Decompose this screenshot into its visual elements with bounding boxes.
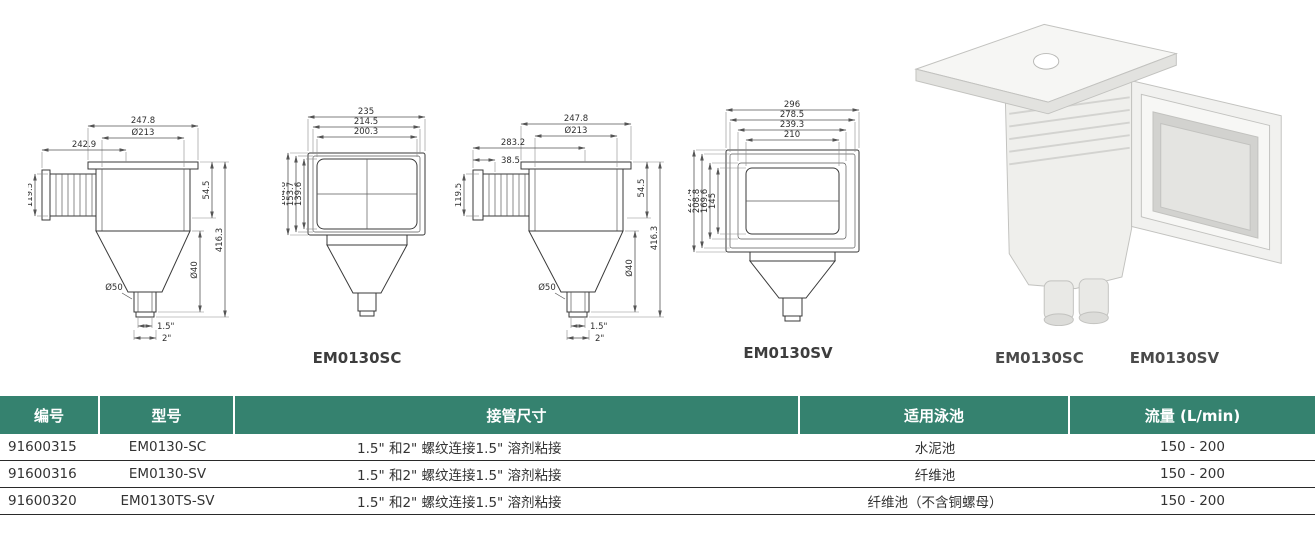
- dim-label: 54.5: [637, 179, 647, 198]
- cell-number: 91600316: [8, 466, 77, 482]
- dim-label: 2": [595, 334, 604, 344]
- dim-label: 119.5: [455, 183, 464, 207]
- dim-label: 283.2: [501, 138, 525, 148]
- header-cell-pool-type: 适用泳池: [800, 396, 1070, 434]
- dim-label: 416.3: [650, 226, 660, 250]
- dim-label: 54.5: [202, 181, 212, 200]
- dim-label: Ø213: [132, 127, 155, 138]
- spec-table: 编号 型号 接管尺寸 适用泳池 流量 (L/min) 91600315 EM01…: [0, 396, 1315, 515]
- header-cell-flow: 流量 (L/min): [1070, 396, 1315, 434]
- dim-label: 145: [708, 193, 718, 209]
- cell-flow: 150 - 200: [1160, 493, 1225, 509]
- header-cell-model: 型号: [100, 396, 235, 434]
- cell-pool-type: 纤维池（不含铜螺母）: [867, 495, 1003, 511]
- dim-label: Ø40: [189, 261, 200, 279]
- dim-label: 247.8: [131, 116, 155, 126]
- drawing-label-sv: EM0130SV: [743, 344, 833, 362]
- dim-label: 2": [162, 334, 171, 344]
- product-photo: [914, 23, 1282, 327]
- cell-model: EM0130-SC: [128, 439, 207, 455]
- dim-label: 239.3: [780, 120, 804, 130]
- dim-label: 214.5: [354, 117, 378, 127]
- skimmer-outline: [472, 161, 632, 318]
- dim-label: 247.8: [564, 114, 588, 124]
- cell-pipe-size: 1.5" 和2" 螺纹连接1.5" 溶剂粘接: [357, 468, 562, 484]
- dim-label: 119.5: [28, 183, 35, 207]
- dimension-lines: 247.8 Ø213 283.2 38.5 119.5 Ø40 54.5: [455, 114, 664, 344]
- drawing-label-sc: EM0130SC: [312, 349, 402, 367]
- photo-label-sc: EM0130SC: [995, 349, 1084, 367]
- cell-model: EM0130TS-SV: [120, 493, 215, 509]
- skimmer-outline: [307, 152, 426, 317]
- drawing-front-view-sv: 296 278.5 239.3 210 227.4 208.8 169.6: [688, 100, 860, 322]
- dim-label: Ø213: [565, 125, 588, 136]
- cell-pipe-size: 1.5" 和2" 螺纹连接1.5" 溶剂粘接: [357, 441, 562, 457]
- table-row: 91600320 EM0130TS-SV 1.5" 和2" 螺纹连接1.5" 溶…: [0, 488, 1315, 515]
- cell-model: EM0130-SV: [128, 466, 207, 482]
- drawing-front-view-sc: 235 214.5 200.3 164.8 153.7 139.6: [282, 107, 426, 317]
- header-cell-pipe-size: 接管尺寸: [235, 396, 800, 434]
- header-cell-number: 编号: [0, 396, 100, 434]
- dim-label: 208.8: [692, 189, 702, 213]
- skimmer-outline: [725, 149, 860, 322]
- dim-label: 296: [784, 100, 800, 110]
- photo-label-sv: EM0130SV: [1129, 349, 1220, 367]
- drawing-side-view-sc: 247.8 Ø213 242.9 119.5 Ø40 54.5 416.3 Ø: [28, 116, 229, 344]
- dim-label: 210: [784, 130, 800, 140]
- dim-label: 416.3: [215, 228, 225, 252]
- dim-label: 278.5: [780, 110, 804, 120]
- cell-pipe-size: 1.5" 和2" 螺纹连接1.5" 溶剂粘接: [357, 495, 562, 511]
- dim-label: 200.3: [354, 127, 378, 137]
- dim-label: 153.7: [286, 182, 296, 206]
- cell-flow: 150 - 200: [1160, 466, 1225, 482]
- spec-table-header: 编号 型号 接管尺寸 适用泳池 流量 (L/min): [0, 396, 1315, 434]
- skimmer-photo-illustration: [914, 23, 1282, 327]
- photo-labels: EM0130SC EM0130SV: [995, 349, 1219, 367]
- dim-label: 38.5: [501, 156, 520, 166]
- cell-flow: 150 - 200: [1160, 439, 1225, 455]
- table-row: 91600315 EM0130-SC 1.5" 和2" 螺纹连接1.5" 溶剂粘…: [0, 434, 1315, 461]
- dim-label: 242.9: [72, 140, 96, 150]
- dim-label: 1.5": [157, 322, 175, 332]
- dimension-lines: 296 278.5 239.3 210 227.4 208.8 169.6: [688, 100, 860, 253]
- dim-label: 1.5": [590, 322, 608, 332]
- skimmer-outline: [41, 161, 199, 318]
- cell-number: 91600320: [8, 493, 77, 509]
- dim-label: Ø50: [538, 282, 556, 293]
- dimension-lines: 247.8 Ø213 242.9 119.5 Ø40 54.5 416.3 Ø: [28, 116, 229, 344]
- dim-label: 139.6: [294, 182, 304, 206]
- drawing-side-view-sv: 247.8 Ø213 283.2 38.5 119.5 Ø40 54.5: [455, 114, 664, 344]
- cell-pool-type: 水泥池: [914, 441, 956, 457]
- cell-number: 91600315: [8, 439, 77, 455]
- dim-label: 227.4: [688, 189, 694, 213]
- dim-label: 235: [358, 107, 374, 117]
- dim-label: 169.6: [700, 189, 710, 213]
- dim-label: 164.8: [282, 182, 288, 206]
- table-row: 91600316 EM0130-SV 1.5" 和2" 螺纹连接1.5" 溶剂粘…: [0, 461, 1315, 488]
- dim-label: Ø50: [105, 282, 123, 293]
- dimension-lines: 235 214.5 200.3 164.8 153.7 139.6: [282, 107, 426, 236]
- cell-pool-type: 纤维池: [914, 468, 956, 484]
- dim-label: Ø40: [624, 259, 635, 277]
